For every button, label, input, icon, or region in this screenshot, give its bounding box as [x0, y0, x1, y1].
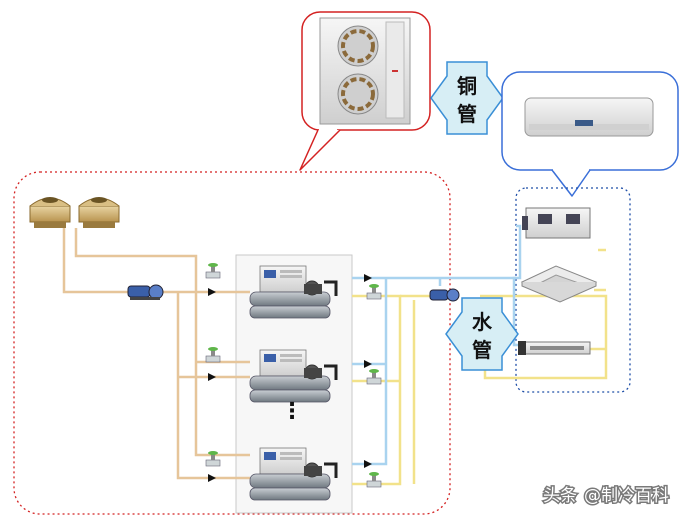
supply-water-pipes [352, 224, 522, 466]
terminal-units-boundary [515, 187, 631, 393]
flow-arrows [208, 274, 372, 482]
copper-pipe-label-2: 管 [457, 102, 477, 126]
fan-coil-icon [518, 341, 591, 355]
more-chillers-ellipsis: ⋮ [281, 399, 303, 424]
water-pipe-connector: 水 管 [445, 297, 519, 371]
wall-unit-icon [524, 97, 654, 137]
copper-pipe-label-1: 铜 [457, 74, 477, 98]
cooling-tower-icon [29, 197, 71, 228]
copper-pipe-connector: 铜 管 [430, 61, 504, 135]
cooling-water-pump-icon [127, 284, 164, 300]
watermark: 头条 @制冷百科 [542, 485, 671, 508]
chilled-water-pump-icon [429, 288, 460, 302]
cooling-tower-icon [78, 197, 120, 228]
outdoor-unit-icon [319, 17, 411, 125]
duct-unit-icon [522, 207, 591, 239]
water-system-boundary [13, 171, 451, 515]
cassette-unit-icon [520, 265, 598, 303]
cooling-water-pipes [62, 228, 250, 480]
water-pipe-label-2: 管 [472, 338, 492, 362]
watermark-prefix: 头条 [543, 486, 577, 506]
water-pipe-label-1: 水 [472, 310, 493, 334]
watermark-handle: @制冷百科 [584, 486, 669, 506]
